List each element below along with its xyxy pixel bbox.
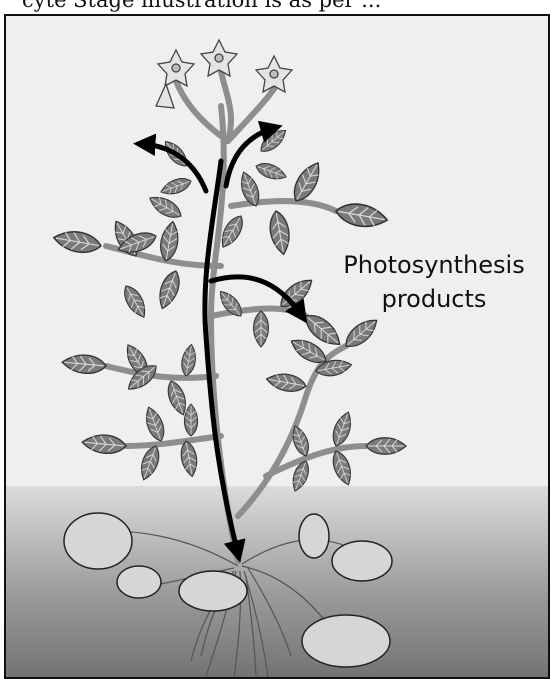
label-line-2: products bbox=[334, 282, 534, 316]
flower bbox=[256, 56, 292, 92]
flower bbox=[201, 40, 237, 76]
diagram-frame: Photosynthesis products bbox=[4, 14, 550, 679]
potato-plant-illustration bbox=[6, 16, 550, 679]
photosynthesis-products-label: Photosynthesis products bbox=[334, 248, 534, 316]
potato-tubers bbox=[64, 513, 392, 667]
label-line-1: Photosynthesis bbox=[334, 248, 534, 282]
top-caption-fragment: cyte Stage illustration is as per ... bbox=[0, 0, 551, 14]
flower bbox=[158, 50, 194, 86]
